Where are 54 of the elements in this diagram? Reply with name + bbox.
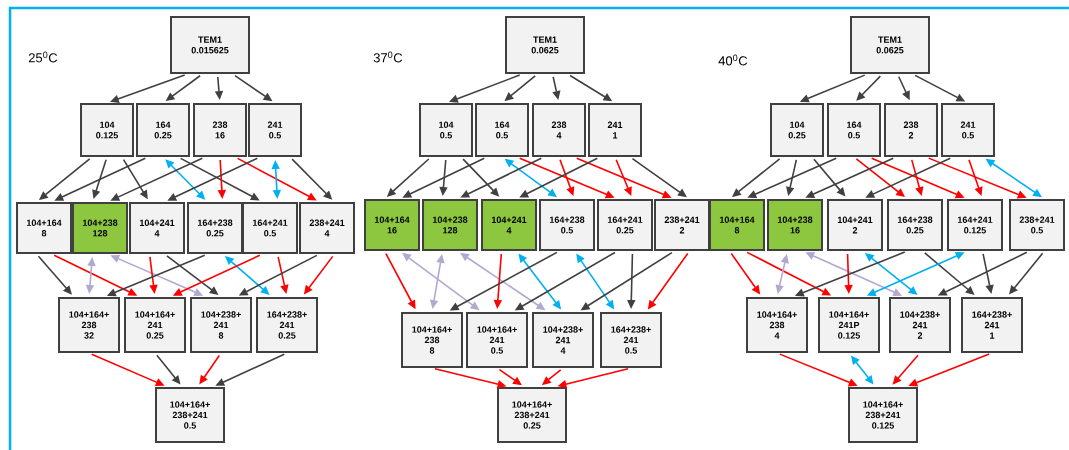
- genotype-box: 104+164+ 241 0.5: [466, 312, 528, 368]
- genotype-box: 104 0.5: [419, 103, 473, 157]
- genotype-box: 238+241 0.5: [1009, 199, 1065, 251]
- genotype-box: 241 1: [588, 103, 642, 157]
- genotype-box: 104+164+ 241 0.25: [124, 297, 186, 353]
- genotype-box: 164+238+ 241 1: [961, 297, 1023, 353]
- genotype-box: 241 0.5: [941, 103, 995, 157]
- genotype-box: 104+238+ 241 4: [532, 312, 594, 368]
- genotype-box: 238 16: [193, 103, 247, 157]
- genotype-box: 104 0.125: [80, 103, 134, 157]
- genotype-box: 104+238 128: [72, 202, 128, 254]
- genotype-box: 164+238+ 241 0.25: [256, 297, 318, 353]
- temperature-label: 40$^{0}$C: [718, 54, 748, 66]
- genotype-box: 241 0.5: [248, 103, 302, 157]
- genotype-box: 104+164+ 238 8: [401, 312, 463, 368]
- arrow: [892, 354, 919, 385]
- genotype-box: 164+241 0.25: [597, 199, 653, 251]
- genotype-box: 104+241 4: [481, 199, 537, 251]
- genotype-box: 104+164+ 238+241 0.25: [497, 387, 567, 443]
- genotype-box: 164 0.5: [827, 103, 881, 157]
- genotype-box: 104+164+ 241P 0.125: [818, 297, 880, 353]
- genotype-box: 238+241 4: [299, 202, 355, 254]
- genotype-box: TEM1 0.0625: [505, 16, 585, 74]
- genotype-box: 238 4: [532, 103, 586, 157]
- genotype-box: 104+241 4: [129, 202, 185, 254]
- genotype-box: 104+164+ 238+241 0.125: [848, 387, 918, 443]
- genotype-box: 164+238 0.5: [539, 199, 595, 251]
- genotype-box: 164+238 0.25: [187, 202, 243, 254]
- genotype-box: 104 0.25: [770, 103, 824, 157]
- genotype-box: 238 2: [884, 103, 938, 157]
- genotype-box: 104+238 128: [422, 199, 478, 251]
- genotype-box: 164+241 0.125: [947, 199, 1003, 251]
- arrow: [856, 75, 882, 101]
- genotype-box: 104+238+ 241 2: [889, 297, 951, 353]
- genotype-box: 104+164+ 238+241 0.5: [155, 387, 225, 443]
- genotype-box: 164 0.25: [136, 103, 190, 157]
- genotype-box: 104+164 8: [709, 199, 765, 251]
- temperature-label: 37$^{0}$C: [373, 51, 403, 63]
- genotype-box: 164+238+ 241 0.5: [600, 312, 662, 368]
- genotype-box: 104+164 8: [16, 202, 72, 254]
- genotype-box: 164+238 0.25: [887, 199, 943, 251]
- genotype-box: 164+241 0.5: [242, 202, 298, 254]
- arrow: [37, 255, 72, 295]
- genotype-box: TEM1 0.0625: [850, 16, 930, 74]
- genotype-box: 104+241 2: [827, 199, 883, 251]
- genotype-box: 238+241 2: [654, 199, 710, 251]
- genotype-box: 104+164+ 238 32: [58, 297, 120, 353]
- genotype-box: 104+238 16: [767, 199, 823, 251]
- genotype-box: TEM1 0.015625: [170, 16, 250, 74]
- genotype-box: 104+164 16: [364, 199, 420, 251]
- temperature-label: 25$^{0}$C: [28, 51, 58, 63]
- genotype-box: 104+238+ 241 8: [190, 297, 252, 353]
- genotype-box: 164 0.5: [475, 103, 529, 157]
- genotype-box: 104+164+ 238 4: [746, 297, 808, 353]
